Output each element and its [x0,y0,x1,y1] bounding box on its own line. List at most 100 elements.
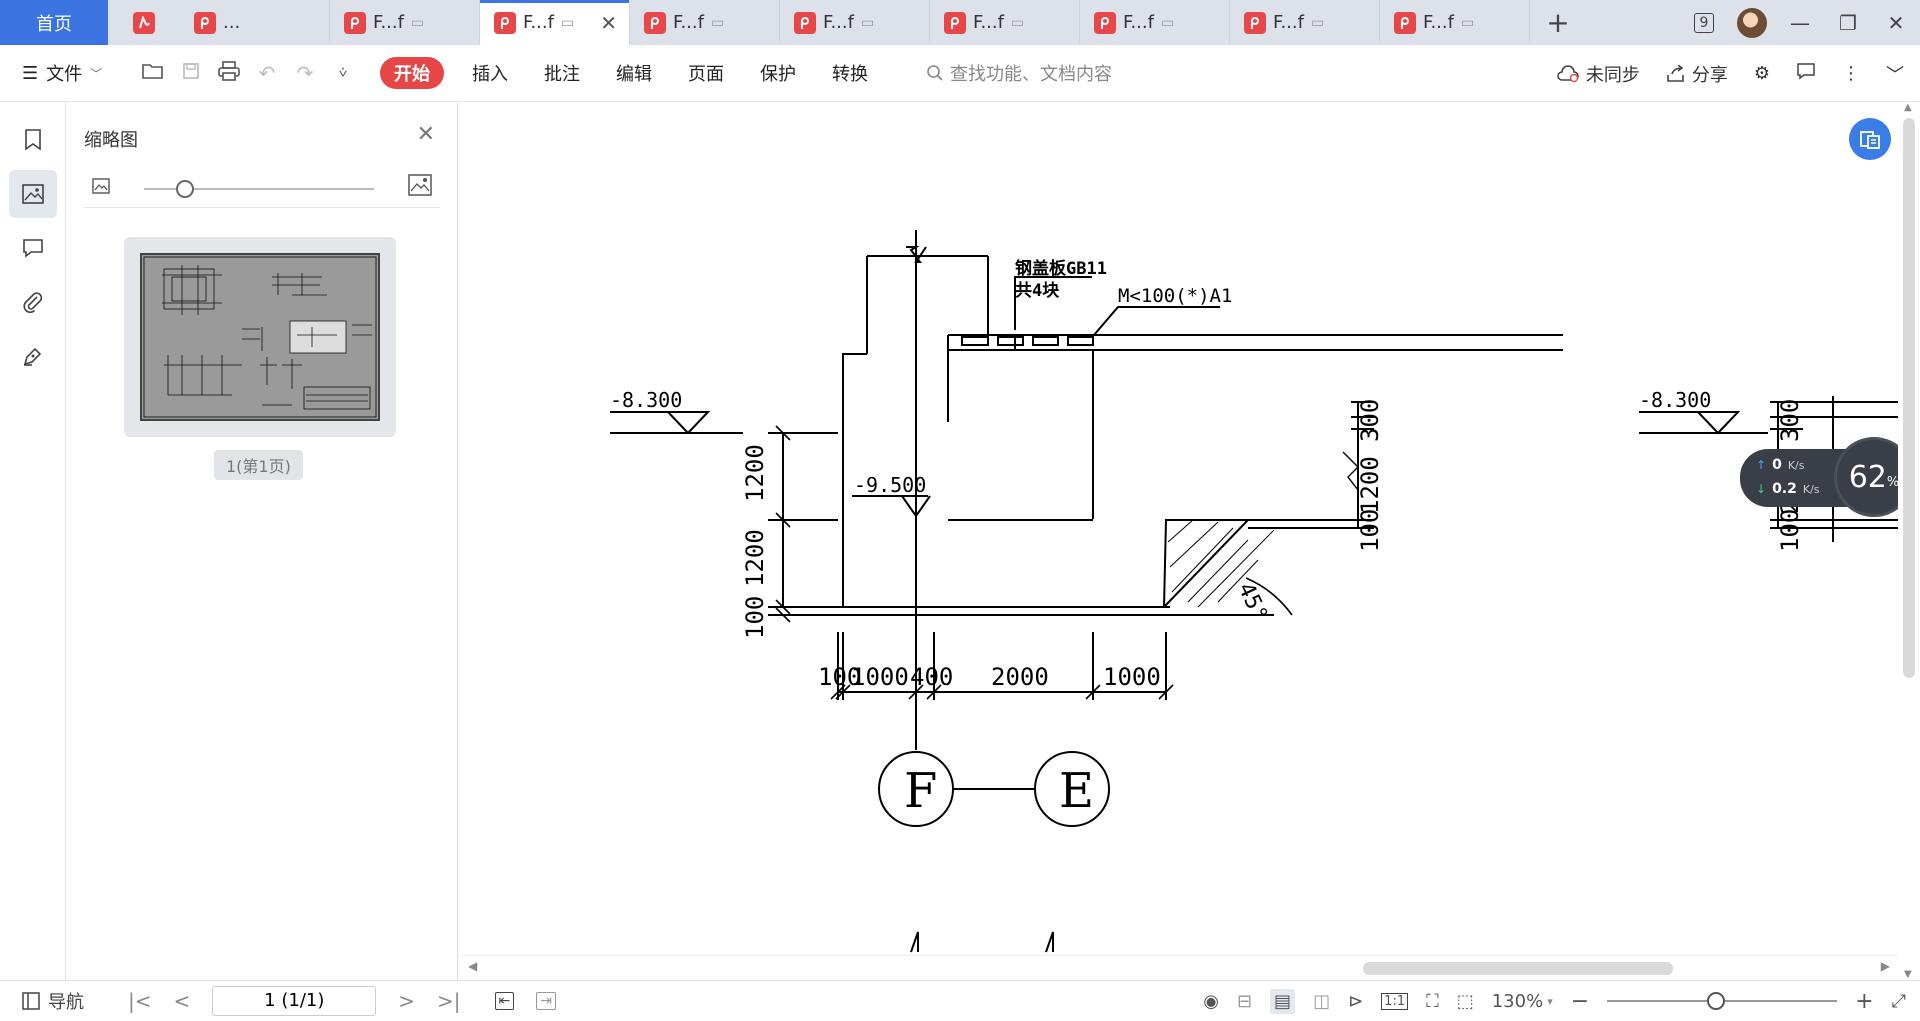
download-unit: K/s [1802,482,1820,496]
tab-edit[interactable]: 编辑 [616,64,652,85]
horizontal-scrollbar[interactable]: ◀ ▶ [458,955,1898,980]
continuous-view-icon[interactable]: ⊟ [1236,990,1253,1012]
attachments-button[interactable] [9,278,57,326]
bookmark-button[interactable] [9,116,57,164]
close-window-button[interactable]: ✕ [1872,0,1920,45]
collapse-chevron-icon[interactable]: ﹀ [1886,64,1904,86]
tab-doc-9[interactable]: F...f ▭ [1380,0,1530,45]
comment-icon[interactable] [1796,62,1816,85]
print-icon[interactable] [216,60,242,86]
share-button[interactable]: 分享 [1666,61,1728,87]
scroll-right-icon[interactable]: ▶ [1880,959,1890,973]
tab-label: F...f [373,12,404,33]
tab-label: F...f [673,12,704,33]
zoom-slider[interactable] [1607,992,1838,1010]
tab-doc-7[interactable]: F...f ▭ [1080,0,1230,45]
scroll-down-icon[interactable]: ▼ [1904,969,1912,980]
save-icon[interactable] [178,61,204,85]
small-image-icon[interactable] [92,178,110,198]
status-bar: 导航 |< < > >| ⇤ ⇥ ◉ ⊟ ▤ ◫ ⊳ 1:1 ⛶ ⬚ 130% … [0,980,1920,1020]
restore-button[interactable]: ❐ [1824,0,1872,45]
app-logo-icon [133,11,155,34]
thumbnail-zoom-slider[interactable] [144,188,374,190]
fit-page-icon[interactable]: ⛶ [1426,990,1439,1012]
navigation-toggle[interactable]: 导航 [22,988,84,1014]
tab-doc-4[interactable]: F...f ▭ [630,0,780,45]
thumbnail-zoom-knob[interactable] [176,180,194,198]
close-icon[interactable]: ✕ [416,122,435,147]
forward-icon[interactable]: ⇥ [536,991,556,1010]
thumbnail-button[interactable] [8,170,57,218]
document-canvas[interactable]: -8.300 -9.500 钢盖板GB11 共4块 M<100(*)A1 -8.… [458,102,1898,955]
comments-button[interactable] [9,224,57,272]
level-right-label: -8.300 [1639,388,1711,412]
tab-doc-2[interactable]: F...f ▭ [330,0,480,45]
redo-icon[interactable]: ↷ [296,61,314,85]
search-input[interactable]: 查找功能、文档内容 [926,60,1112,86]
fullscreen-icon[interactable]: ⤢ [1891,990,1906,1012]
level-mid-label: -9.500 [854,473,926,497]
more-dropdown-icon[interactable]: ⩒ [338,65,348,81]
actual-size-icon[interactable]: 1:1 [1381,992,1409,1010]
minimize-icon: — [1790,10,1810,35]
pdf-icon [644,11,666,34]
vertical-scrollbar[interactable]: ▲ ▼ [1898,102,1920,980]
horizontal-scroll-thumb[interactable] [1363,962,1673,975]
tab-doc-8[interactable]: F...f ▭ [1230,0,1380,45]
avatar-button[interactable] [1728,0,1776,45]
vertical-scroll-thumb[interactable] [1903,118,1915,678]
next-page-icon[interactable]: > [398,988,416,1013]
monitor-icon: ▭ [1310,14,1325,31]
tab-convert[interactable]: 转换 [832,64,868,85]
tab-protect[interactable]: 保护 [760,64,796,85]
tab-overview-button[interactable]: 9 [1680,0,1728,45]
eye-protection-icon[interactable]: ◉ [1203,990,1219,1012]
single-page-view-icon[interactable]: ▤ [1270,988,1296,1014]
sync-button[interactable]: 未同步 [1556,61,1640,87]
file-menu[interactable]: ☰ 文件 ﹀ [0,60,122,86]
tab-start[interactable]: 开始 [380,57,444,89]
zoom-dropdown-icon[interactable]: ▾ [1547,994,1553,1008]
scroll-left-icon[interactable]: ◀ [468,959,478,973]
large-image-icon[interactable] [408,174,432,200]
tab-doc-6[interactable]: F...f ▭ [930,0,1080,45]
zoom-out-icon[interactable]: − [1570,988,1590,1014]
prev-page-icon[interactable]: < [173,988,191,1013]
tab-app-logo[interactable] [108,0,180,45]
zoom-level[interactable]: 130% [1491,990,1544,1012]
network-speed-widget[interactable]: ↑ 0 K/s ↓ 0.2 K/s 62% [1740,437,1915,517]
first-page-icon[interactable]: |< [128,988,152,1013]
play-icon[interactable]: ⊳ [1348,990,1364,1012]
zoom-slider-knob[interactable] [1707,992,1726,1010]
tab-home[interactable]: 首页 [0,0,108,45]
last-page-icon[interactable]: >| [437,988,461,1013]
tab-page[interactable]: 页面 [688,64,724,85]
tab-doc-1[interactable]: ... [180,0,330,45]
cloud-icon [1557,64,1579,82]
scroll-up-icon[interactable]: ▲ [1904,102,1912,113]
tab-doc-active[interactable]: F...f ▭ ✕ [480,0,630,45]
fit-width-icon[interactable]: ⬚ [1456,990,1474,1012]
convert-floating-button[interactable] [1849,118,1891,160]
dim-bottom-4: 2000 [991,663,1049,691]
new-tab-button[interactable]: + [1530,0,1586,45]
close-icon[interactable]: ✕ [600,10,617,35]
page-number-input[interactable] [212,985,377,1016]
back-icon[interactable]: ⇤ [494,991,515,1010]
open-folder-icon[interactable] [140,61,166,85]
file-menu-label: 文件 [46,64,83,85]
minimize-button[interactable]: — [1776,0,1824,45]
more-vertical-icon[interactable]: ⋮ [1842,63,1860,84]
tab-doc-5[interactable]: F...f ▭ [780,0,930,45]
page-thumbnail[interactable] [124,237,396,437]
signature-button[interactable] [9,332,57,380]
double-page-view-icon[interactable]: ◫ [1313,990,1331,1012]
tab-annotate[interactable]: 批注 [544,64,580,85]
share-label: 分享 [1691,64,1728,86]
zoom-in-icon[interactable]: + [1855,988,1874,1014]
left-rail [0,102,66,980]
dim-bottom-3: 400 [910,663,953,691]
undo-icon[interactable]: ↶ [258,61,276,85]
settings-icon[interactable]: ⚙ [1753,63,1770,84]
tab-insert[interactable]: 插入 [472,64,508,85]
